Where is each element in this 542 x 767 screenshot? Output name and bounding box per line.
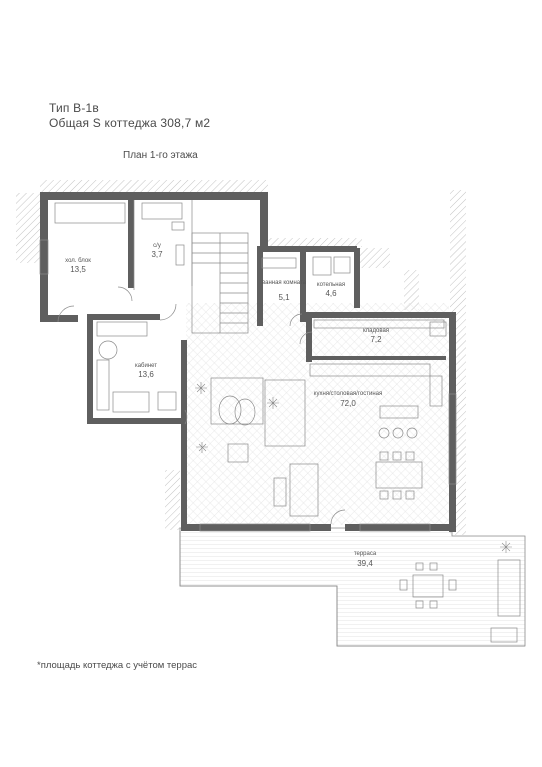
room-name-office: кабинет — [135, 363, 157, 369]
room-area-cold-block: 13,5 — [70, 265, 86, 274]
room-area-kitchen: 72,0 — [340, 399, 356, 408]
room-name-laundry: ванная комната — [262, 280, 307, 286]
plan-type-label: Тип В-1в — [49, 101, 99, 115]
room-name-bathroom: с/у — [153, 243, 161, 249]
plant-icons — [195, 382, 512, 553]
room-area-pantry: 7,2 — [370, 335, 382, 344]
interior-lines — [39, 200, 521, 617]
room-name-pantry: кладовая — [363, 328, 389, 334]
total-area-label: Общая S коттеджа 308,7 м2 — [49, 116, 211, 130]
footnote: *площадь коттеджа с учётом террас — [37, 660, 198, 671]
walls — [40, 192, 456, 532]
room-name-boiler: котельная — [317, 282, 345, 288]
room-area-boiler: 4,6 — [325, 289, 337, 298]
terrace — [179, 527, 526, 647]
room-labels: хол. блок 13,5 с/у 3,7 ванная комната 5,… — [65, 243, 389, 568]
kitchen-floor — [186, 303, 449, 525]
plan-title: План 1-го этажа — [123, 150, 198, 161]
room-area-office: 13,6 — [138, 370, 154, 379]
room-area-laundry: 5,1 — [278, 293, 290, 302]
room-name-terrace: терраса — [354, 551, 377, 557]
room-area-bathroom: 3,7 — [151, 250, 163, 259]
room-name-cold-block: хол. блок — [65, 258, 91, 264]
room-area-terrace: 39,4 — [357, 559, 373, 568]
room-name-kitchen: кухня/столовая/гостиная — [314, 391, 382, 397]
